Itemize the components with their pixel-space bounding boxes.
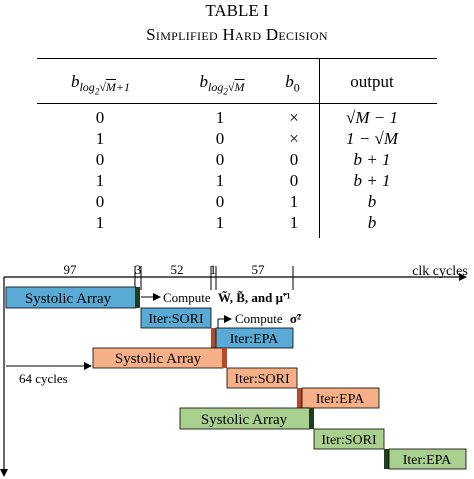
table-cell: 1 xyxy=(215,171,225,190)
iter-epa-block xyxy=(388,448,467,470)
transfer-marker xyxy=(222,348,227,368)
transfer-marker xyxy=(297,388,302,408)
block-label: Iter:EPA xyxy=(316,392,365,407)
compute-annotation: Compute σ̃² xyxy=(235,311,302,326)
iter-sori-block xyxy=(140,307,212,329)
block-label: Iter:SORI xyxy=(234,372,290,387)
header-col-4: output xyxy=(350,72,394,91)
table-cell: 0 xyxy=(215,129,225,148)
block-label: Systolic Array xyxy=(201,412,288,428)
table-cell: 1 xyxy=(95,171,105,190)
segment-label: 3 xyxy=(135,262,142,277)
header-col-3: b0 xyxy=(285,72,300,95)
iter-sori-block xyxy=(313,428,385,450)
table-cell: b + 1 xyxy=(353,171,391,190)
table-cell: 1 xyxy=(215,213,225,232)
table-caption-title: Simplified Hard Decision xyxy=(146,25,328,44)
header-col-2: blog2√M xyxy=(199,72,245,97)
segment-label: 97 xyxy=(64,262,78,277)
table-column-divider xyxy=(319,58,320,238)
table-cell: × xyxy=(289,129,299,148)
segment-label: 52 xyxy=(171,262,184,277)
table-cell: 0 xyxy=(215,150,225,169)
table-cell: 1 xyxy=(95,129,105,148)
table-cell: 0 xyxy=(215,192,225,211)
block-label: Iter:SORI xyxy=(321,433,377,448)
compute-annotation: Compute W̃, B̃, and μ̃′¹ xyxy=(163,290,291,305)
table-cell: √M − 1 xyxy=(346,108,398,127)
table-cell: 0 xyxy=(95,150,105,169)
table-cell: b + 1 xyxy=(353,150,391,169)
table-cell: 1 − √M xyxy=(346,129,398,148)
block-label: Iter:EPA xyxy=(230,332,279,347)
table-cell: 1 xyxy=(289,213,299,232)
iter-epa-block xyxy=(301,387,380,409)
table-cell: 1 xyxy=(95,213,105,232)
header-col-1: blog2√M+1 xyxy=(70,72,131,97)
block-label: Iter:SORI xyxy=(148,312,204,327)
table-caption-number: TABLE I xyxy=(205,1,269,20)
table-cell: 1 xyxy=(289,192,299,211)
block-label: Systolic Array xyxy=(25,291,112,307)
offset-label: 64 cycles xyxy=(19,371,68,386)
iter-epa-block xyxy=(215,327,294,349)
transfer-marker xyxy=(309,408,314,429)
block-label: Iter:EPA xyxy=(403,453,452,468)
table-top-rule xyxy=(37,58,437,59)
table-header-rule xyxy=(37,103,437,104)
table-cell: 0 xyxy=(95,108,105,127)
transfer-marker xyxy=(384,449,389,469)
table-cell: b xyxy=(367,192,377,211)
segment-label: 1 xyxy=(210,262,217,277)
table-cell: 0 xyxy=(95,192,105,211)
table-cell: 0 xyxy=(289,171,299,190)
table-cell: b xyxy=(367,213,377,232)
transfer-marker xyxy=(135,287,140,308)
table-cell: 0 xyxy=(289,150,299,169)
table-cell: 1 xyxy=(215,108,225,127)
segment-label: 57 xyxy=(252,262,266,277)
transfer-marker xyxy=(211,328,216,348)
iter-sori-block xyxy=(226,367,298,389)
axis-label: clk cycles xyxy=(412,264,468,279)
table-cell: × xyxy=(289,108,299,127)
block-label: Systolic Array xyxy=(115,351,202,367)
